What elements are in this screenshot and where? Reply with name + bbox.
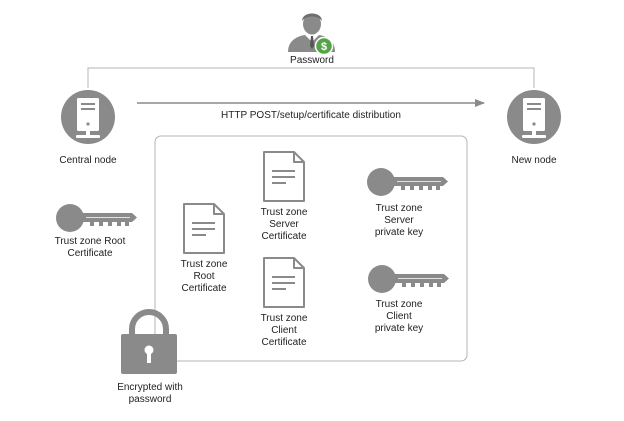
padlock-icon [121, 309, 177, 374]
svg-text:$: $ [321, 41, 327, 53]
root-certificate-document-icon [183, 203, 225, 254]
client-private-key-label: Trust zone Client private key [374, 299, 424, 334]
client-private-key-icon [367, 264, 450, 294]
server-certificate-label: Trust zone Server Certificate [260, 207, 308, 242]
qlik-badge-icon: $ [314, 36, 334, 56]
client-certificate-label: Trust zone Client Certificate [260, 313, 308, 348]
password-connector-line [87, 67, 535, 88]
central-node-label: Central node [59, 155, 117, 166]
encrypted-with-password-label: Encrypted with password [117, 382, 183, 405]
root-key-icon [55, 203, 138, 233]
certificate-container [154, 135, 468, 362]
password-label: Password [290, 55, 334, 66]
server-private-key-icon [366, 167, 449, 197]
server-certificate-document-icon [263, 151, 305, 202]
new-node-label: New node [511, 155, 557, 166]
http-post-label: HTTP POST/setup/certificate distribution [221, 110, 401, 121]
root-certificate-box-label: Trust zone Root Certificate [180, 259, 228, 294]
root-certificate-left-label: Trust zone Root Certificate [54, 236, 126, 259]
central-node-server-icon [61, 90, 115, 144]
new-node-server-icon [507, 90, 561, 144]
server-private-key-label: Trust zone Server private key [374, 203, 424, 238]
client-certificate-document-icon [263, 257, 305, 308]
